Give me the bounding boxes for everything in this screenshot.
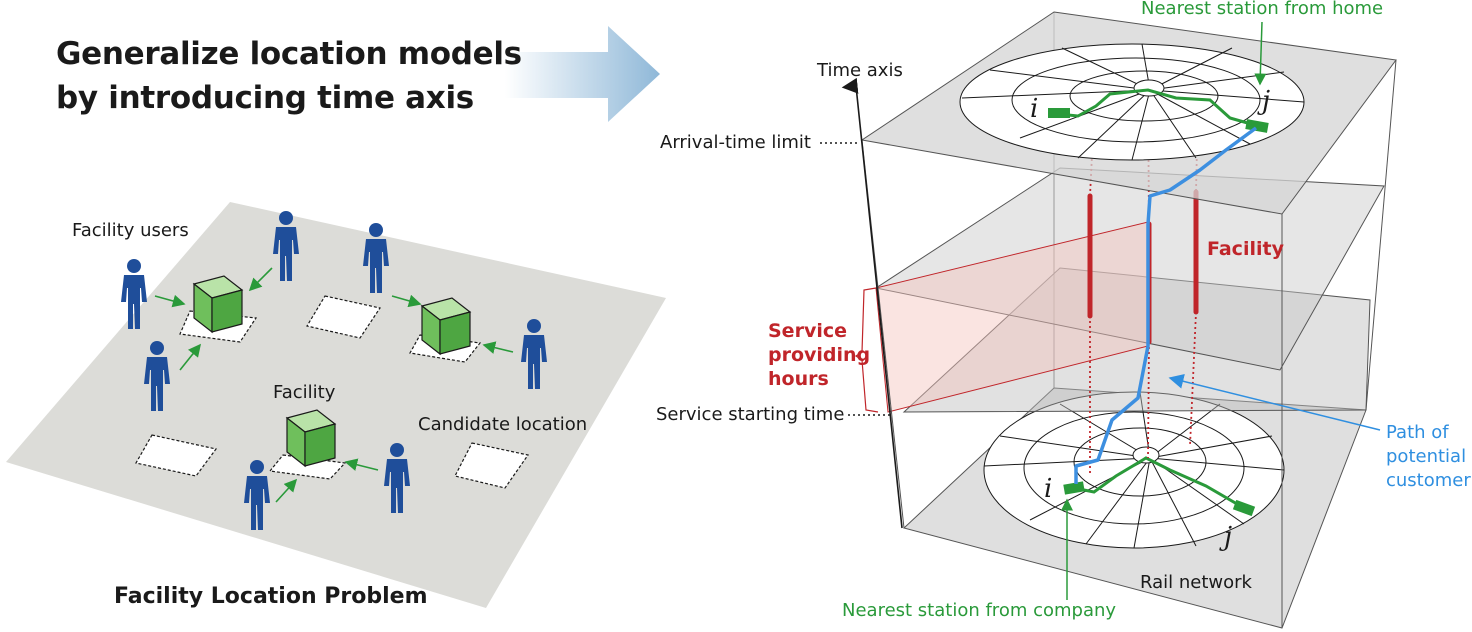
facility-cube-2 <box>421 297 471 355</box>
label-arrival-limit: Arrival-time limit <box>660 132 811 153</box>
label-rail-network: Rail network <box>1140 572 1252 593</box>
label-path-1: Path of <box>1386 422 1449 443</box>
home-station-arrow <box>1254 21 1267 86</box>
label-facility-users: Facility users <box>72 220 189 241</box>
rail-network-bottom <box>983 391 1285 549</box>
label-service-3: hours <box>768 368 829 390</box>
label-path-3: customer <box>1386 470 1471 491</box>
time-axis-arrow <box>841 77 903 529</box>
label-time-axis: Time axis <box>817 60 903 81</box>
ground-plane <box>6 202 666 608</box>
label-path-2: potential <box>1386 446 1467 467</box>
label-nearest-home: Nearest station from home <box>1141 0 1384 19</box>
node-j-top: j <box>1262 86 1271 116</box>
path-callout-arrow <box>1168 373 1381 431</box>
node-i-bottom: i <box>1044 474 1053 504</box>
node-j-bottom: j <box>1224 522 1233 552</box>
transition-arrow <box>505 26 660 122</box>
facility-cube-1 <box>193 275 243 333</box>
rail-green-bottom <box>1073 456 1245 510</box>
node-i-top: i <box>1030 94 1039 124</box>
caption-facility-location-problem: Facility Location Problem <box>114 584 428 609</box>
facility-cube-3 <box>286 409 336 467</box>
service-hours-bracket <box>854 287 879 413</box>
leader-lines <box>820 142 890 416</box>
label-service-1: Service <box>768 320 847 342</box>
label-facility-right: Facility <box>1207 238 1284 260</box>
label-nearest-company: Nearest station from company <box>842 600 1117 621</box>
station-i-bottom <box>1063 481 1085 495</box>
station-j-bottom <box>1232 499 1256 517</box>
label-facility-left: Facility <box>273 382 336 403</box>
user-arrows <box>154 267 514 503</box>
rail-green-top <box>1057 88 1259 128</box>
title-line-1: Generalize location models <box>56 36 522 72</box>
title-line-2: by introducing time axis <box>56 80 474 116</box>
label-service-start: Service starting time <box>656 404 845 425</box>
label-candidate-location: Candidate location <box>418 414 588 435</box>
rail-network-top <box>959 43 1305 161</box>
customer-path <box>1074 126 1258 484</box>
label-service-2: providing <box>768 344 871 366</box>
station-i-top <box>1048 108 1070 118</box>
